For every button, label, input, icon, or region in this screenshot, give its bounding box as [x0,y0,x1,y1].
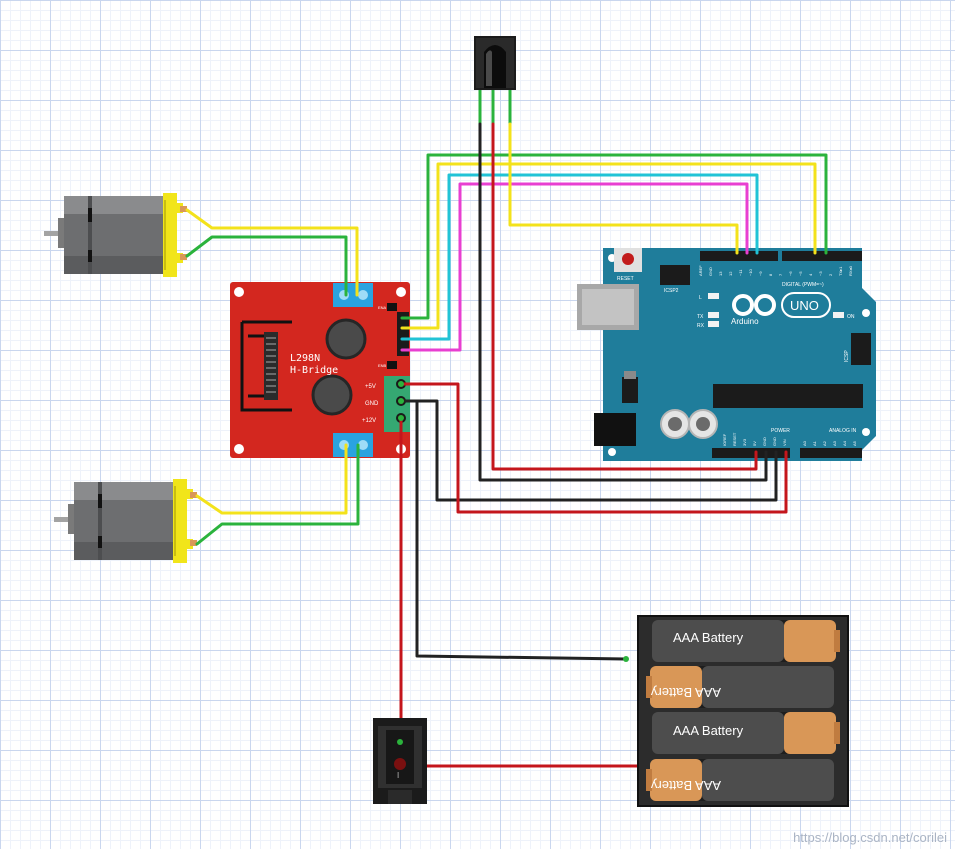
pin-label: A0 [802,440,807,446]
pin-label: IOREF [722,433,727,446]
pin-label: 12 [728,271,733,276]
arduino-labels: RESET ICSP2 DIGITAL (PWM=~) Arduino UNO … [617,276,857,434]
pin-label: A2 [822,440,827,446]
battery-cell-3-label: AAA Battery [673,723,744,738]
pin-label: VIN [782,439,787,446]
pin-label: ~5 [798,271,803,276]
pin-label: A3 [832,440,837,446]
arduino-brand-label: Arduino [731,317,759,326]
pin-label: TX▸1 [838,266,843,276]
battery-cell-3 [652,712,840,754]
pin-label: ~6 [788,271,793,276]
pin-label: 2 [828,273,833,276]
pin-label: 8 [768,273,773,276]
arduino-digital-label: DIGITAL (PWM=~) [782,282,824,288]
pin-label: GND [772,437,777,446]
pin-label: RX◂0 [848,265,853,276]
arduino-icsp2-label: ICSP2 [664,288,679,294]
l298n-board [230,282,410,458]
arduino-model-label: UNO [790,298,819,313]
ir-receiver [474,36,516,124]
battery-cell-2-label: AAA Battery [650,685,721,700]
arduino-led-tx-label: TX [697,314,704,320]
pin-label: ~11 [738,269,743,276]
pin-label: 4 [808,273,813,276]
l298n-labels: L298N H-Bridge +5V GND +12V ENA ENB [290,305,387,424]
l298n-5v-label: +5V [365,384,376,390]
arduino-power-label: POWER [771,428,790,434]
pin-label: RESET [732,432,737,446]
dc-motor-1 [44,193,187,277]
rocker-switch [373,718,427,804]
pin-label: 13 [718,271,723,276]
pin-label: 7 [778,273,783,276]
battery-cell-4-label: AAA Battery [650,778,721,793]
pin-label: 5V [752,441,757,446]
pin-label: GND [762,437,767,446]
pin-label: A5 [852,440,857,446]
l298n-enb-label: ENB [378,363,387,368]
pin-label: ~3 [818,271,823,276]
arduino-uno-board [577,248,876,461]
l298n-gnd-label: GND [365,401,379,407]
switch-mark: I [397,771,399,780]
l298n-ena-label: ENA [378,305,387,310]
l298n-12v-label: +12V [362,418,376,424]
l298n-name-label: H-Bridge [290,365,338,376]
pin-label: A1 [812,440,817,446]
battery-pack [637,615,849,807]
battery-labels: AAA Battery AAA Battery AAA Battery AAA … [650,630,743,793]
watermark: https://blog.csdn.net/corilei [793,830,947,845]
pin-label: 3V3 [742,438,747,446]
dc-motor-2 [54,479,197,563]
wires [185,122,828,769]
arduino-on-label: ON [847,314,855,320]
pin-label: GND [708,267,713,276]
battery-cell-2 [646,666,834,708]
arduino-analog-pin-labels: A0 A1 A2 A3 A4 A5 [802,440,857,446]
pin-label: ~10 [748,268,753,276]
battery-cell-1 [652,620,840,662]
arduino-led-rx-label: RX [697,323,705,329]
battery-cell-4 [646,759,834,801]
arduino-power-pin-labels: IOREF RESET 3V3 5V GND GND VIN [722,432,787,446]
pin-label: AREF [698,265,703,276]
pin-label: ~9 [758,271,763,276]
arduino-reset-label: RESET [617,276,634,282]
arduino-analog-label: ANALOG IN [829,428,857,434]
arduino-icsp-label: ICSP [844,350,850,362]
l298n-chip-label: L298N [290,353,320,364]
arduino-digital-pin-labels: AREF GND 13 12 ~11 ~10 ~9 8 7 ~6 ~5 4 ~3 2 TX▸1 RX◂0 [698,265,853,276]
battery-cell-1-label: AAA Battery [673,630,744,645]
arduino-led-l-label: L [699,295,702,301]
pin-label: A4 [842,440,847,446]
